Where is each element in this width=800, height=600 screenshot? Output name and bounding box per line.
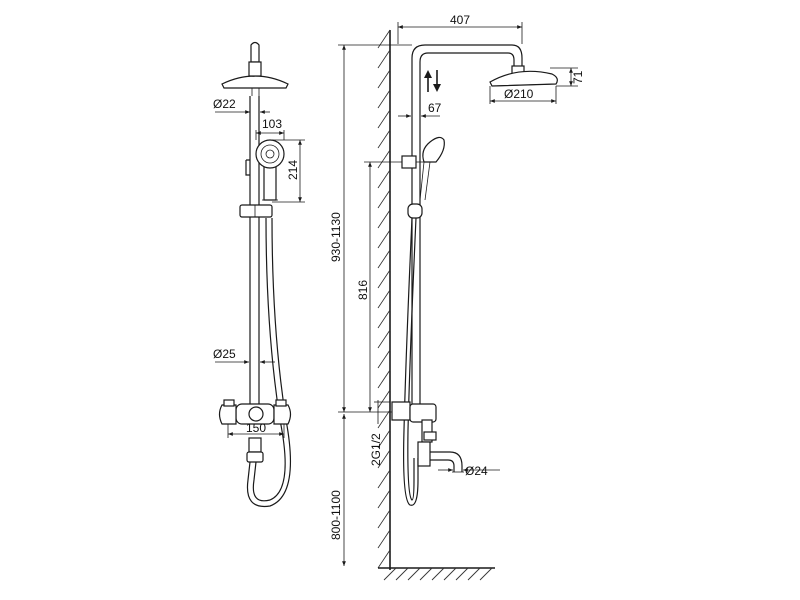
- hose-inner: [246, 217, 291, 508]
- rain-head-side: [489, 70, 558, 87]
- dim-w150: 150: [246, 421, 266, 435]
- hose-side-inner: [407, 217, 417, 501]
- slide-holder-side: [407, 203, 423, 219]
- right-handle: [273, 404, 292, 425]
- rain-head-connector: [248, 61, 262, 77]
- dim-h816: 816: [356, 280, 370, 300]
- dim-w67: 67: [428, 101, 442, 115]
- dim-d210: Ø210: [504, 87, 534, 101]
- spout-outer: [430, 451, 463, 472]
- dim-w103: 103: [262, 117, 282, 131]
- hand-shower-side: [422, 136, 445, 163]
- dim-h800: 800-1100: [329, 490, 343, 540]
- side-view: 407 71 Ø210 67: [329, 13, 585, 581]
- hand-shower-bracket: [401, 155, 417, 169]
- up-down-arrows-icon: [424, 70, 441, 92]
- hand-shower-handle: [263, 167, 277, 201]
- hose-outer: [252, 217, 286, 502]
- spout-inner: [430, 459, 455, 472]
- left-handle: [218, 404, 237, 425]
- wall-hatch: [377, 29, 391, 569]
- dim-d25: Ø25: [213, 347, 236, 361]
- dim-h930: 930-1130: [329, 212, 343, 262]
- dim-h71: 71: [571, 70, 585, 84]
- hose-side-outer: [403, 217, 419, 506]
- mixer-side-body: [409, 403, 437, 423]
- riser-arm-inner: [419, 52, 515, 405]
- dim-g12: 2G1/2: [369, 433, 383, 466]
- hand-shower-face: [255, 139, 285, 169]
- rain-head-front: [221, 75, 289, 89]
- dim-w407: 407: [450, 13, 470, 27]
- wall-connector: [391, 401, 411, 421]
- dim-d24: Ø24: [465, 464, 488, 478]
- riser-arm-outer: [411, 44, 523, 405]
- dim-d22: Ø22: [213, 97, 236, 111]
- pipe-tip: [250, 41, 260, 63]
- floor-hatch: [383, 567, 493, 581]
- dim-h214: 214: [286, 160, 300, 180]
- slide-bar-holder: [239, 204, 273, 218]
- front-view: Ø22 103 214 Ø25: [213, 41, 305, 508]
- spout-front: [248, 437, 262, 453]
- diverter-knob: [248, 406, 264, 422]
